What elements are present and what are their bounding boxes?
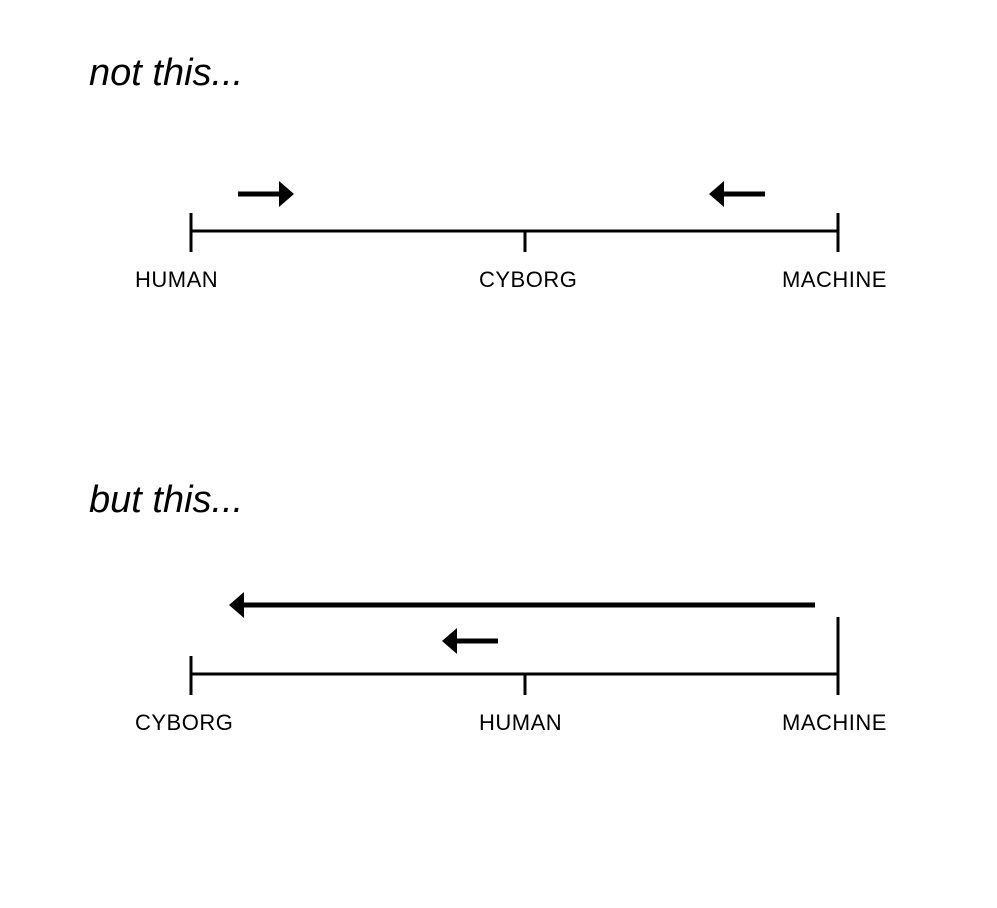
bottom-short-left-arrow-icon <box>442 628 498 654</box>
top-label-middle: CYBORG <box>479 267 577 292</box>
bottom-label-middle: HUMAN <box>479 710 562 735</box>
bottom-panel-heading: but this... <box>89 479 244 521</box>
top-left-arrow-icon <box>709 181 765 207</box>
top-right-arrow-icon <box>238 181 294 207</box>
top-panel-heading: not this... <box>89 52 244 94</box>
bottom-spectrum-diagram: CYBORG HUMAN MACHINE <box>135 592 887 735</box>
top-label-left: HUMAN <box>135 267 218 292</box>
top-label-right: MACHINE <box>782 267 887 292</box>
bottom-label-right: MACHINE <box>782 710 887 735</box>
bottom-long-left-arrow-icon <box>229 592 815 618</box>
bottom-label-left: CYBORG <box>135 710 233 735</box>
top-spectrum-diagram: HUMAN CYBORG MACHINE <box>135 181 887 292</box>
